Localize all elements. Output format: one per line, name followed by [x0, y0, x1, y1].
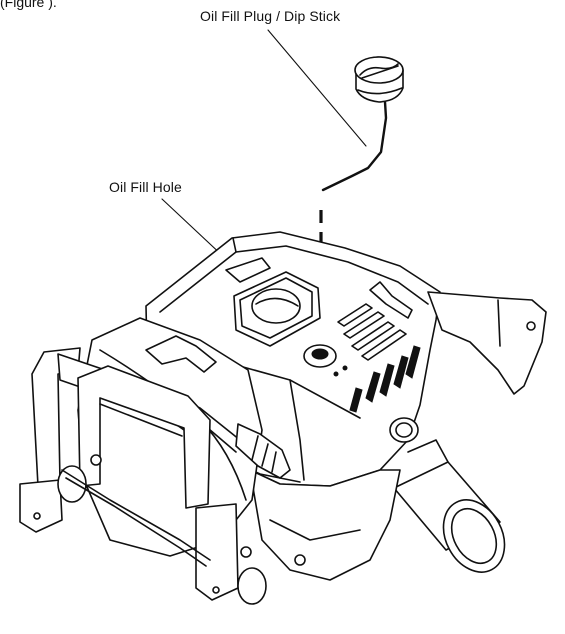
side-vent-3 — [393, 355, 409, 389]
frame-foot-left — [19, 479, 63, 533]
dipstick-plug — [321, 56, 404, 192]
vent-slot-4 — [361, 329, 407, 361]
band-clamp — [145, 335, 217, 373]
exhaust-pipe — [393, 439, 506, 573]
pipe-collar — [407, 439, 449, 463]
filter-crease — [255, 297, 299, 307]
cap-grip-ridge — [361, 65, 399, 79]
foot-bolt-2 — [212, 586, 220, 594]
mounting-bracket — [427, 291, 547, 395]
frame-bolt-2 — [240, 546, 252, 558]
side-vent-5 — [349, 387, 363, 413]
frame-lower-rail — [61, 469, 211, 561]
frame-foot-right — [195, 503, 239, 601]
barb-ring — [251, 435, 259, 461]
frame-front-handle — [77, 365, 211, 509]
air-filter-inner — [239, 277, 313, 339]
frame-bolt — [90, 454, 102, 466]
side-vent — [365, 371, 381, 403]
screw-dot-2 — [342, 365, 348, 371]
cap-top — [354, 56, 404, 84]
engine-housing — [145, 231, 547, 581]
barb-ring-3 — [271, 451, 277, 473]
frame-bar-edge — [99, 403, 183, 437]
knob-inner — [395, 422, 413, 438]
oil-fill-opening — [311, 348, 329, 360]
roll-cage-frame — [19, 347, 267, 605]
rubber-foot-2 — [237, 567, 267, 605]
vent-slot — [337, 303, 373, 327]
vent-slot-2 — [343, 311, 385, 339]
frame-lower-rail-2 — [65, 477, 207, 567]
bracket-hole — [526, 321, 536, 331]
cover-inner-edge — [159, 245, 429, 313]
side-knob — [389, 417, 419, 443]
choke-lever — [225, 257, 271, 283]
rubber-foot — [57, 465, 87, 503]
foot-bolt — [33, 512, 41, 520]
pipe-rim — [450, 507, 498, 565]
housing-front-edge — [289, 379, 305, 481]
cropped-caption-text: (Figure ). — [0, 0, 57, 10]
crankcase — [249, 469, 401, 581]
side-vent-4 — [405, 345, 421, 379]
dipstick-leader-line — [267, 29, 367, 147]
fill-hole-callout-label: Oil Fill Hole — [109, 179, 182, 195]
hose-barb — [235, 423, 291, 479]
pipe-opening — [442, 499, 506, 573]
dipstick-rod — [321, 100, 388, 192]
drain-bolt — [294, 554, 306, 566]
side-vent-2 — [379, 363, 395, 397]
dipstick-callout-label: Oil Fill Plug / Dip Stick — [200, 8, 341, 24]
barb-ring-2 — [261, 443, 269, 467]
vent-top-fin — [369, 281, 413, 319]
cap-ring — [357, 87, 403, 95]
air-filter-box — [233, 271, 321, 347]
cover-seam — [232, 237, 237, 253]
bracket-fold — [497, 299, 501, 347]
vent-slot-3 — [351, 321, 395, 351]
screw-dot — [333, 371, 339, 377]
cooling-vents — [337, 281, 421, 413]
crankcase-seam — [269, 519, 361, 541]
filter-element — [251, 288, 301, 324]
